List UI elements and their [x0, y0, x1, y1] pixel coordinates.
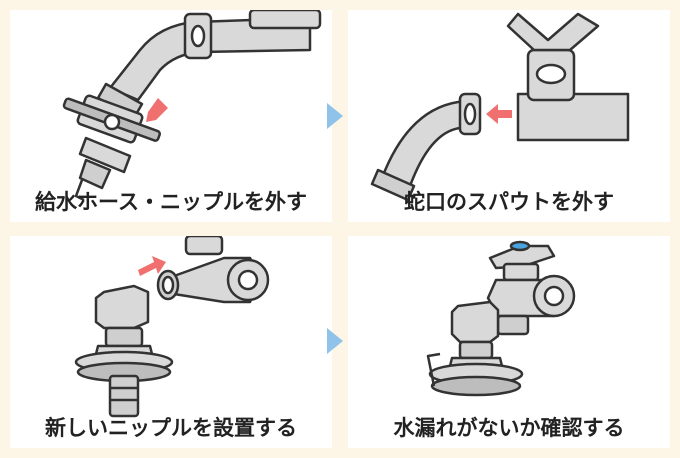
- remove-spout-illustration: [370, 12, 630, 202]
- step-4-caption: 水漏れがないか確認する: [393, 416, 625, 440]
- step-3-panel: 新しいニップルを設置する: [10, 236, 332, 448]
- step-4-panel: 水漏れがないか確認する: [348, 236, 670, 448]
- next-step-arrow-icon: [327, 328, 343, 354]
- step-3-caption: 新しいニップルを設置する: [45, 416, 297, 440]
- step-2-caption: 蛇口のスパウトを外す: [404, 190, 614, 214]
- step-1-caption: 給水ホース・ニップルを外す: [35, 190, 307, 214]
- install-new-nipple-illustration: [74, 236, 270, 418]
- step-2-panel: 蛇口のスパウトを外す: [348, 10, 670, 222]
- remove-hose-nipple-illustration: [62, 10, 322, 202]
- next-step-arrow-icon: [327, 103, 343, 129]
- check-leak-illustration: [426, 240, 576, 397]
- step-1-panel: 給水ホース・ニップルを外す: [10, 10, 332, 222]
